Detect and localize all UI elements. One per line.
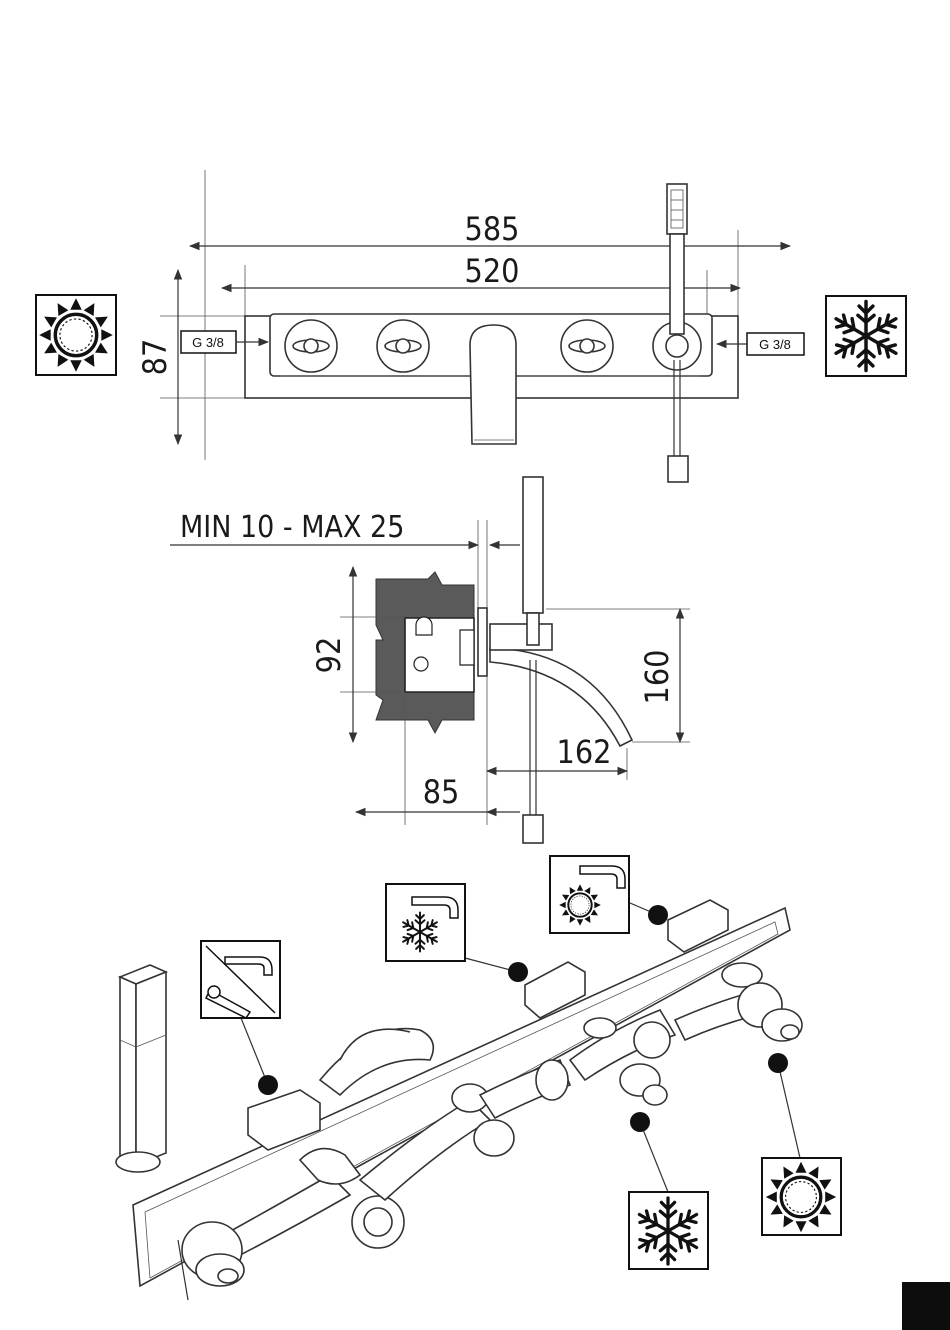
handle-left-1 xyxy=(285,320,337,372)
dim-spout-reach: 162 xyxy=(557,733,612,771)
wall-range-label: MIN 10 - MAX 25 xyxy=(180,510,404,545)
callout-cold-spout xyxy=(386,884,528,982)
inlet-right-label: G 3/8 xyxy=(759,337,791,352)
dim-depth: 85 xyxy=(423,773,460,811)
dim-plate-height: 87 xyxy=(136,339,174,376)
dim-overall-width: 585 xyxy=(465,210,520,248)
inlet-left-label: G 3/8 xyxy=(192,335,224,350)
dim-body-height: 92 xyxy=(310,637,348,674)
callout-hot-spout xyxy=(550,856,668,933)
page-corner-tab xyxy=(902,1282,950,1330)
dim-plate-width: 520 xyxy=(465,252,520,290)
callout-hot-inlet xyxy=(762,1053,841,1235)
callout-diverter xyxy=(0,0,280,1095)
hand-shower-front xyxy=(653,184,701,482)
sun-icon xyxy=(36,295,116,375)
handle-right xyxy=(561,320,613,372)
front-view: 585 520 87 xyxy=(36,170,906,482)
spout-front xyxy=(470,325,516,444)
callout-cold-inlet xyxy=(629,1112,708,1269)
side-view: MIN 10 - MAX 25 92 160 xyxy=(170,477,690,843)
handle-left-2 xyxy=(377,320,429,372)
dim-spout-height: 160 xyxy=(638,650,676,705)
snowflake-icon xyxy=(826,296,906,376)
